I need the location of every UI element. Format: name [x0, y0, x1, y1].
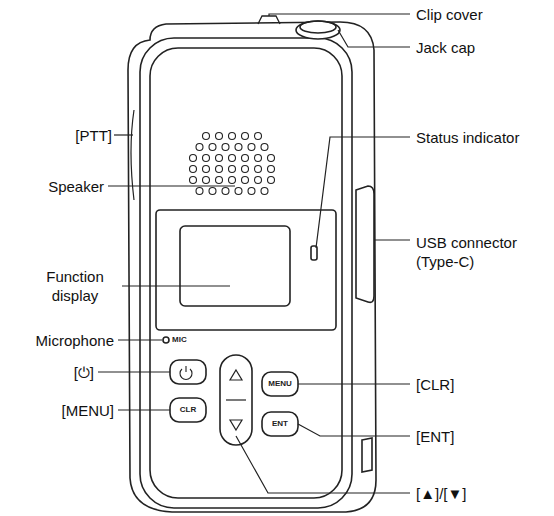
part-label: Jack cap — [416, 38, 475, 57]
button-legend: CLR — [180, 405, 196, 415]
part-label: [CLR] — [416, 375, 454, 394]
button-legend: MIC — [172, 335, 187, 345]
part-label: [▲]/[▼] — [416, 484, 467, 503]
part-label: USB connector (Type-C) — [416, 233, 526, 271]
button-legend: MENU — [268, 379, 292, 389]
part-label: [PTT] — [75, 126, 112, 145]
button-legend: ENT — [272, 419, 288, 429]
part-label: [MENU] — [62, 401, 115, 420]
part-label: Status indicator — [416, 128, 519, 147]
part-label: Speaker — [48, 177, 104, 196]
part-label: Clip cover — [416, 5, 483, 24]
part-label: [ENT] — [416, 427, 454, 446]
part-label: Function display — [35, 267, 115, 305]
part-label: [⏻] — [74, 363, 94, 382]
part-label: Microphone — [36, 331, 114, 350]
